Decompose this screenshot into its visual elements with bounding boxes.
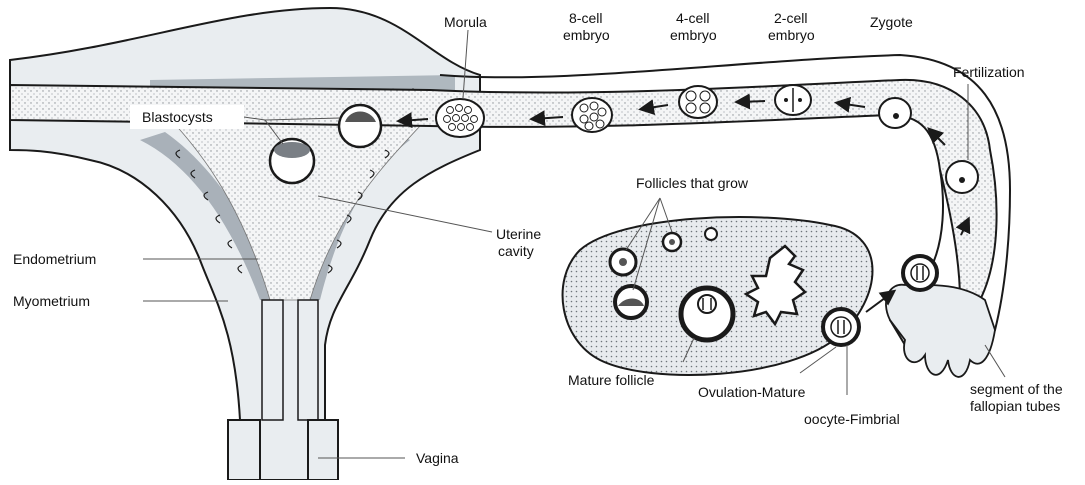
label-follicles-grow: Follicles that grow: [636, 175, 749, 191]
label-4cell-line1: 4-cell: [676, 10, 709, 26]
label-oocyte-fimbrial: oocyte-Fimbrial: [804, 411, 900, 427]
four-cell-embryo: [679, 86, 717, 118]
label-uterine-line1: Uterine: [496, 226, 541, 242]
label-vagina: Vagina: [416, 450, 459, 466]
label-fertilization: Fertilization: [953, 64, 1025, 80]
label-uterine-line2: cavity: [498, 243, 534, 259]
label-8cell-line2: embryo: [563, 27, 610, 43]
label-2cell-line2: embryo: [768, 27, 815, 43]
eight-cell-embryo: [572, 98, 612, 132]
label-morula: Morula: [444, 14, 487, 30]
morula-cell: [436, 99, 484, 137]
label-endometrium: Endometrium: [13, 251, 96, 267]
blastocyst-upper: [339, 105, 381, 147]
label-8cell-line1: 8-cell: [569, 10, 602, 26]
label-segment-line2: fallopian tubes: [970, 398, 1060, 414]
label-mature-follicle: Mature follicle: [568, 372, 655, 388]
zygote-cell: [879, 98, 911, 128]
label-blastocysts: Blastocysts: [142, 109, 213, 125]
uterus: [10, 8, 480, 480]
label-myometrium: Myometrium: [13, 293, 90, 309]
fertilization-cell: [946, 161, 978, 193]
two-cell-embryo: [775, 85, 811, 115]
label-segment-line1: segment of the: [970, 381, 1063, 397]
label-ovulation-mature: Ovulation-Mature: [698, 384, 806, 400]
ovulated-oocyte: [823, 309, 859, 345]
label-2cell-line1: 2-cell: [774, 10, 807, 26]
label-4cell-line2: embryo: [670, 27, 717, 43]
blastocyst-lower: [270, 139, 314, 183]
oocyte-in-fimbria: [903, 256, 937, 290]
label-zygote: Zygote: [870, 14, 913, 30]
mature-follicle-cell: [681, 288, 733, 340]
